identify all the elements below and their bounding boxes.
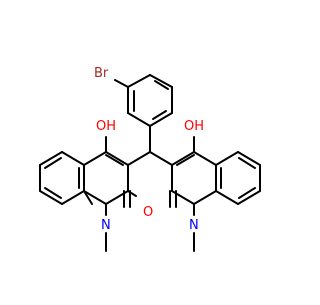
- atom-labels: Br OH OH O O N N: [94, 66, 204, 233]
- bromine-label: Br: [94, 66, 109, 81]
- hydroxyl-left-label: OH: [96, 119, 116, 134]
- molecule-svg: Br OH OH O O N N: [39, 66, 261, 252]
- molecule-diagram: Br OH OH O O N N: [39, 66, 261, 252]
- bond-lines: [39, 74, 261, 252]
- nitrogen-right-label: N: [189, 218, 199, 233]
- nitrogen-left-label: N: [101, 218, 111, 233]
- oxygen-left-label: O: [143, 205, 153, 220]
- hydroxyl-right-label: OH: [184, 119, 204, 134]
